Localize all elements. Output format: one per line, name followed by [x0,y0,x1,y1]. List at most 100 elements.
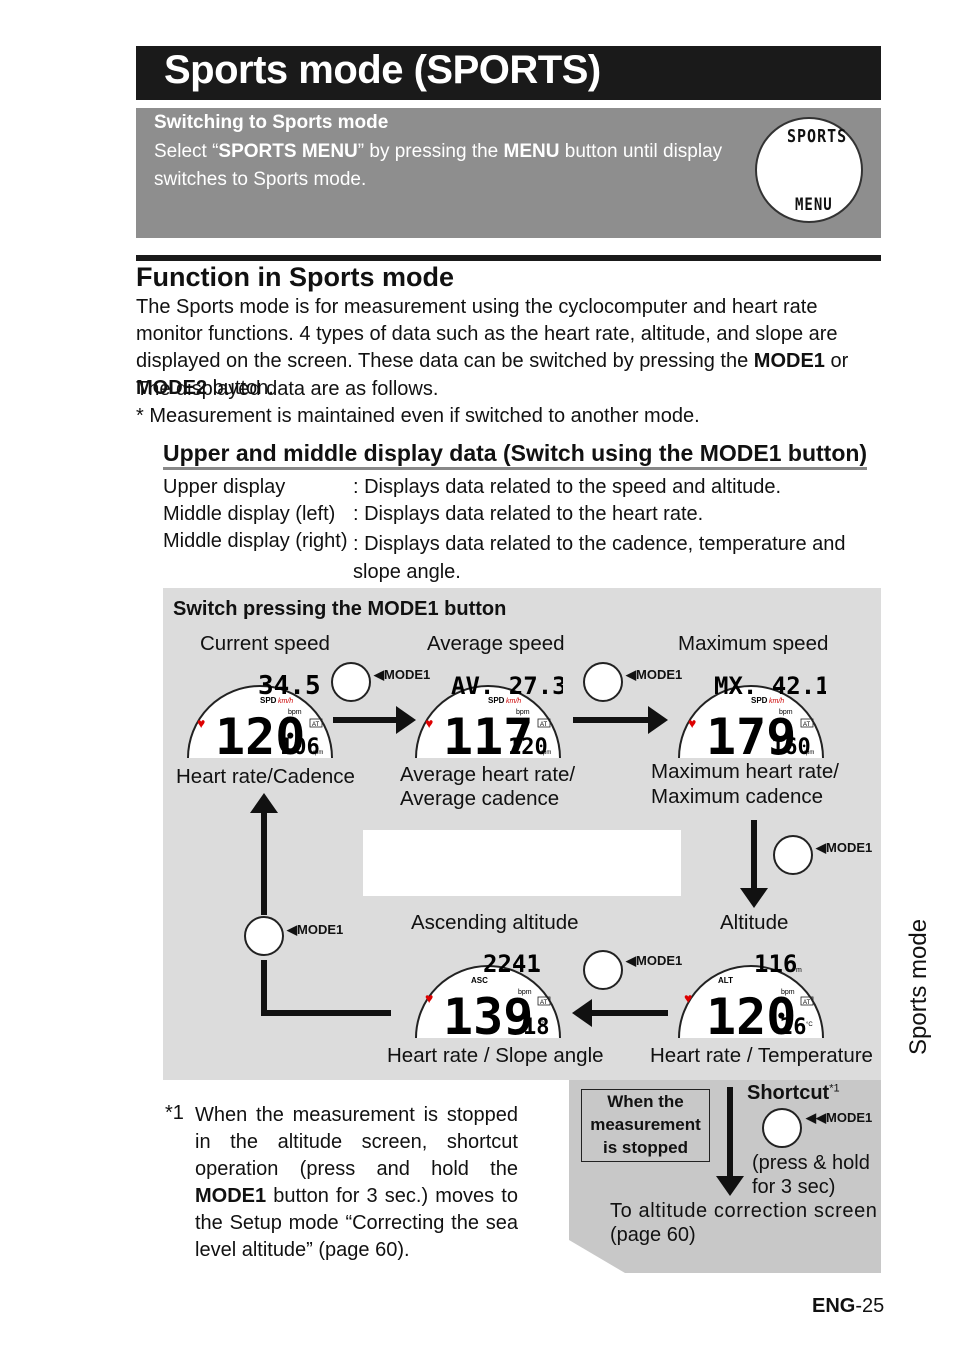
screen-current-cad: 106 [280,735,320,758]
label-hr-temp: Heart rate / Temperature [650,1044,873,1067]
upper-middle-heading: Upper and middle display data (Switch us… [163,440,868,470]
screen-average: AV. 27.3 SPD km/h bpm ♥ 117 120 rpm AT [415,672,563,758]
arrow-right [333,717,403,723]
mode1-button [762,1108,802,1148]
function-paragraph-2: The displayed data are as follows. [136,378,439,400]
screen-average-unit: km/h [506,698,521,705]
heart-icon: ♥ [425,990,433,1006]
screen-altitude-upper: 116 [754,950,797,978]
side-tab-label: Sports mode [905,918,932,1055]
heart-icon: ♥ [425,715,433,731]
heart-icon: ♥ [688,715,696,731]
screen-ascending-percent: % [541,1020,547,1026]
function-paragraph: The Sports mode is for measurement using… [136,296,849,399]
label-max-cadence: Maximum cadence [651,785,824,808]
screen-ascending: 2241 ASC m bpm ♥ 139 18 % AT [415,950,561,1038]
arrow-right-head [648,706,668,734]
label-altitude: Altitude [720,911,789,934]
screen-maximum-unit: km/h [769,698,784,705]
screen-current-upper: 34.5 [258,671,321,701]
screen-altitude-hr: 120 [706,988,796,1038]
screen-average-upper: AV. 27.3 [451,672,563,700]
heart-icon: ♥ [684,990,692,1006]
screen-maximum-cad: 160 [771,735,811,758]
screen-maximum-bpm: bpm [779,709,793,716]
screen-altitude-temp: 26 [780,1015,807,1038]
mode1-button-label: ◀MODE1 [626,953,683,968]
row-middle-right-label: Middle display (right) [163,530,348,552]
shortcut-page: (page 60) [610,1224,696,1246]
screen-altitude-celsius: °C [806,1022,813,1028]
arrow-left-head [572,999,592,1027]
row-middle-left-desc: : Displays data related to the heart rat… [353,503,704,525]
screen-maximum-hr: 179 [706,708,796,758]
screen-current-rpm: rpm [313,750,323,756]
screen-maximum-rpm: rpm [804,750,814,756]
title-bar: Sports mode (SPORTS) [136,46,881,100]
screen-average-at: AT [540,722,548,728]
screen-altitude-unit: m [796,967,802,974]
arrow-down-head [716,1176,744,1196]
screen-altitude-at: AT [803,1000,811,1006]
shortcut-label: Shortcut*1 [747,1082,840,1104]
label-avg-cadence: Average cadence [400,787,560,810]
screen-current: 34.5 SPD km/h bpm ♥ 120 106 rpm AT [187,671,333,758]
label-ascending-altitude: Ascending altitude [411,911,579,934]
mode1-button [244,916,284,956]
screen-maximum-upper: MX. 42.1 [714,672,826,700]
arrow-left [590,1010,668,1016]
footnote-marker: *1 [165,1102,184,1124]
function-note: * Measurement is maintained even if swit… [136,405,700,427]
screen-altitude: 116 ALT m bpm ♥ 120 26 °C AT [678,950,824,1038]
screen-current-hr: 120 [215,708,305,758]
arrow-right [573,717,653,723]
screen-current-bpm: bpm [288,709,302,716]
screen-average-cad: 120 [508,735,548,758]
function-heading: Function in Sports mode [136,262,454,292]
page-title: Sports mode (SPORTS) [164,48,601,92]
mode1-button [773,835,813,875]
stopped-box: When the measurement is stopped [581,1089,710,1162]
row-middle-right-desc: : Displays data related to the cadence, … [353,533,846,583]
mode1-button-label: ◀MODE1 [816,840,873,855]
row-upper-label: Upper display [163,476,286,498]
mode1-button-label: ◀MODE1 [626,667,683,682]
screen-maximum-at: AT [803,722,811,728]
screen-altitude-bpm: bpm [781,989,795,996]
arrow-line [261,960,267,1015]
screen-current-tag: SPD [260,696,277,705]
footnote-text: When the measurement is stopped in the a… [195,1104,518,1261]
label-max-hr: Maximum heart rate/ [651,760,839,783]
label-hr-slope: Heart rate / Slope angle [387,1044,604,1067]
screen-ascending-at: AT [540,1000,548,1006]
screen-ascending-upper: 2241 [483,950,541,978]
press-hold-text: (press & hold for 3 sec) [752,1152,870,1198]
screen-ascending-hr: 139 [443,988,533,1038]
diagram-heading: Switch pressing the MODE1 button [173,598,507,620]
screen-altitude-tag: ALT [718,976,733,985]
mode1-button-label: ◀MODE1 [287,922,344,937]
diagram-blank-area [363,830,681,896]
screen-average-hr: 117 [443,708,533,758]
arrow-line [261,1010,391,1016]
mode1-button [331,662,371,702]
label-average-speed: Average speed [427,632,565,655]
screen-maximum: MX. 42.1 SPD km/h bpm ♥ 179 160 rpm AT [678,672,826,758]
mode1-button-label: ◀MODE1 [374,667,431,682]
switching-text: Select “SPORTS MENU” by pressing the MEN… [154,141,723,190]
sports-menu-display: SPORTS MENU [755,117,863,223]
screen-ascending-bpm: bpm [518,989,532,996]
label-hr-cadence: Heart rate/Cadence [176,765,355,788]
heart-icon: ♥ [197,715,205,731]
screen-average-bpm: bpm [516,709,530,716]
arrow-up [261,810,267,915]
arrow-down [727,1087,733,1179]
screen-current-at: AT [312,722,320,728]
arrow-down [751,820,757,892]
screen-current-unit: km/h [278,698,293,705]
screen-average-rpm: rpm [541,750,551,756]
screen-maximum-tag: SPD [751,696,768,705]
screen-ascending-tag: ASC [471,976,488,985]
arrow-up-head [250,793,278,813]
arrow-down-head [740,888,768,908]
